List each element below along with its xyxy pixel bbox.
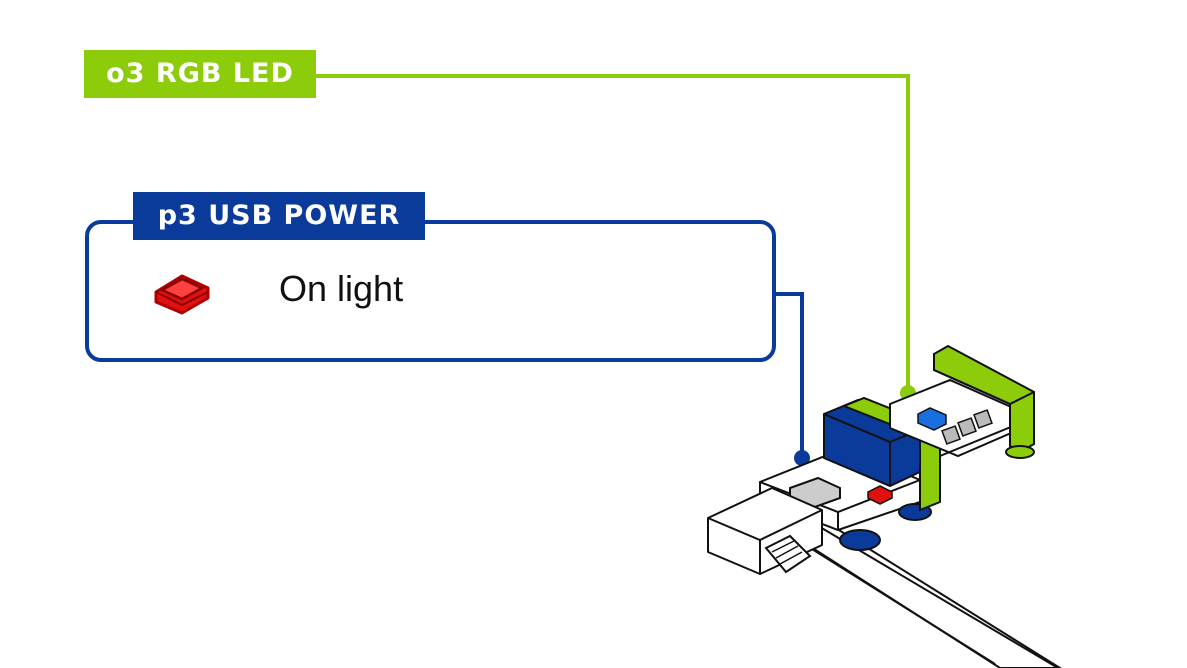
p3-leader-dot [794, 450, 810, 466]
p3-callout-box [85, 220, 776, 362]
p3-leader-line [774, 292, 804, 458]
usb-cable [799, 521, 1062, 668]
green-endcap [933, 344, 1035, 459]
o3-leader-line [316, 74, 910, 393]
red-led-icon [154, 274, 210, 315]
p3-usb-power-tag: p3 USB POWER [133, 192, 425, 240]
on-light-label: On light [279, 268, 404, 309]
o3-rgb-led-tag: o3 RGB LED [84, 50, 316, 98]
usb-plug [707, 487, 823, 575]
o3-board [889, 378, 1019, 458]
